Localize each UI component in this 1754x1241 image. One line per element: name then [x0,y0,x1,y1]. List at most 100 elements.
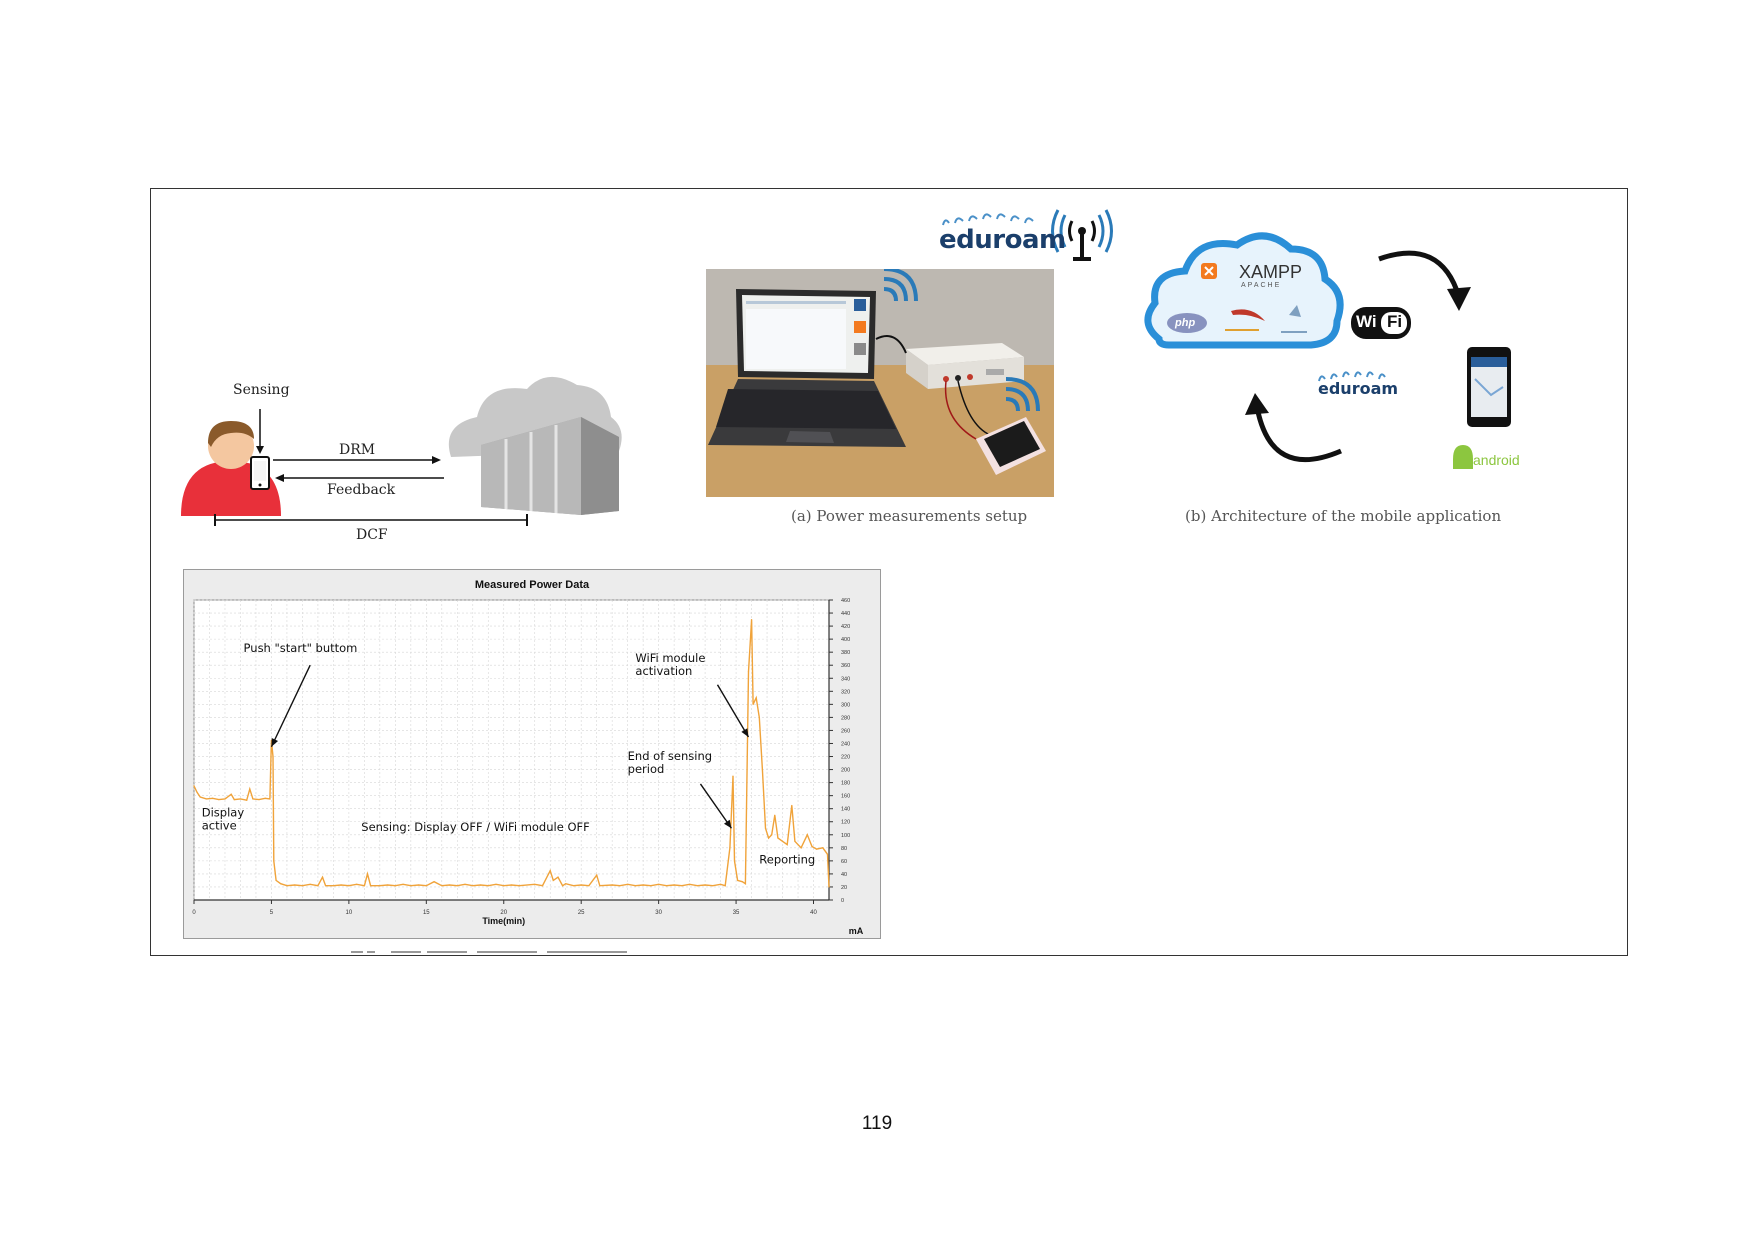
data-point [286,885,288,887]
y-tick-label: 120 [841,820,850,826]
power-series-line [193,619,830,888]
xampp-icon [854,321,866,333]
y-tick-label: 80 [841,846,847,852]
data-point [317,885,319,887]
x-axis-label: Time(min) [482,916,525,926]
flow-arrow-left [1254,406,1342,462]
data-point [650,885,652,887]
y-tick-label: 20 [841,885,847,891]
annotation-label: Push "start" buttom [244,641,358,655]
data-point [777,837,779,839]
data-point [272,755,274,758]
android-logo-icon [1453,445,1473,469]
phone-under-test [976,417,1046,475]
y-axis-unit-label: mA [849,926,864,936]
data-point [340,884,342,886]
data-point [611,884,613,886]
data-point [433,881,435,883]
php-badge: php [1175,317,1196,329]
data-point [689,883,691,885]
data-point [642,884,644,886]
cloud-datacenter-icon [448,376,622,515]
y-tick-label: 340 [841,676,850,682]
eduroam-logo: eduroam [935,207,1135,267]
eduroam-small-text: eduroam [1318,379,1399,398]
data-point [518,885,520,887]
data-point [750,618,753,621]
page-number: 119 [861,1113,893,1134]
data-point [665,885,667,887]
frame-top-gap [671,189,1571,191]
data-point [464,883,466,885]
data-point [386,884,389,886]
data-point [199,796,201,798]
drm-dcf-diagram [181,376,622,526]
y-tick-label: 160 [841,794,850,800]
y-tick-label: 280 [841,715,850,721]
data-point [366,873,369,875]
data-point [781,840,784,842]
data-point [269,798,271,800]
annotation-label: Display [202,806,245,820]
x-tick-label: 35 [733,910,740,916]
data-point [764,827,767,829]
y-tick-label: 460 [841,598,850,604]
data-point [733,860,736,862]
feedback-label: Feedback [327,482,396,498]
chart-title: Measured Power Data [475,579,590,591]
x-tick-label: 5 [270,910,274,916]
laptop [708,289,906,447]
data-point [562,885,564,887]
annotation-label: WiFi module [635,651,705,665]
data-point [786,843,788,846]
x-tick-label: 15 [423,910,430,916]
data-point [658,883,660,885]
caption-b: (b) Architecture of the mobile applicati… [1185,507,1502,525]
x-tick-label: 10 [346,910,353,916]
data-point [732,775,734,777]
data-point [774,814,776,816]
data-point [816,848,818,850]
data-point [737,879,739,882]
data-point [495,883,497,885]
data-point [246,799,248,801]
data-point [534,883,536,885]
data-point [325,885,327,887]
annotation-label: Reporting [759,852,815,866]
data-point [394,885,396,887]
power-setup-photo [706,269,1054,497]
data-point [309,883,311,885]
data-point [752,703,754,705]
data-point [696,885,698,887]
eduroam-waves [1318,371,1386,382]
annotation-arrowhead [271,738,279,747]
data-point [619,885,621,887]
data-point [767,837,770,839]
data-point [510,884,513,886]
annotation-label: period [628,762,665,776]
data-point [673,884,675,886]
data-point [448,884,451,886]
android-text: android [1473,452,1520,468]
data-point [771,834,773,836]
wifi-signal-icon [1005,377,1040,412]
data-point [794,840,796,842]
data-point [205,798,207,800]
data-point [233,798,235,801]
eduroam-logo-text: eduroam [939,225,1066,255]
y-tick-label: 420 [841,624,850,630]
data-point [369,885,372,887]
data-point [402,883,404,885]
data-point [239,798,242,800]
data-point [741,881,743,883]
annotation-arrowhead [723,819,732,829]
y-tick-label: 180 [841,781,850,787]
data-point [275,879,277,882]
data-point [627,883,629,885]
data-point [811,845,813,848]
data-point [379,885,381,887]
data-point [456,885,458,887]
data-point [599,885,601,887]
